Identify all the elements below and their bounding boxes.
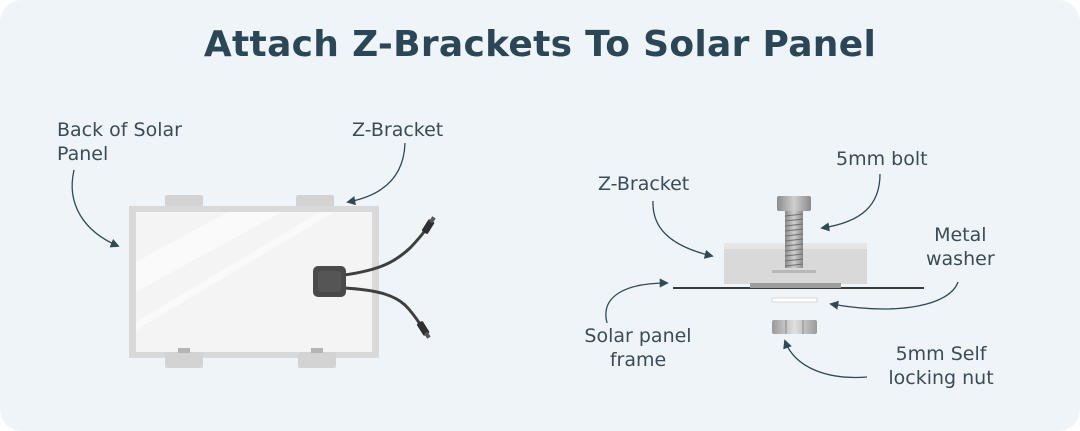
bracket-label-arrow [346,142,406,206]
page-title: Attach Z-Brackets To Solar Panel [203,24,877,65]
z-bracket-bottom-right [298,348,336,368]
cable-upper [343,231,426,277]
solar-panel-frame-label: Solar panel frame [584,325,692,371]
z-bracket-label-left: Z-Bracket [352,119,444,141]
bracket-right-arrow [652,200,714,259]
connector-upper [422,216,436,234]
solar-panel-back [129,195,436,368]
washer-arrow [829,281,959,310]
back-label-arrow [71,169,120,248]
bolt-arrow [820,173,881,232]
washer-label: Metal washer [926,224,995,270]
cable-lower [343,286,422,325]
frame-arrow [605,278,669,324]
connector-lower [417,321,431,339]
z-bracket-label-right: Z-Bracket [598,173,690,195]
z-bracket-bottom-left [165,348,203,368]
back-of-solar-panel-label: Back of Solar Panel [57,119,182,165]
cross-section [673,196,924,334]
self-locking-nut [772,320,817,334]
bolt-label: 5mm bolt [836,148,928,170]
nut-arrow [783,339,868,379]
nut-label: 5mm Self locking nut [888,343,994,389]
metal-washer [750,283,841,288]
bolt [777,196,811,268]
loose-washer [771,297,818,303]
